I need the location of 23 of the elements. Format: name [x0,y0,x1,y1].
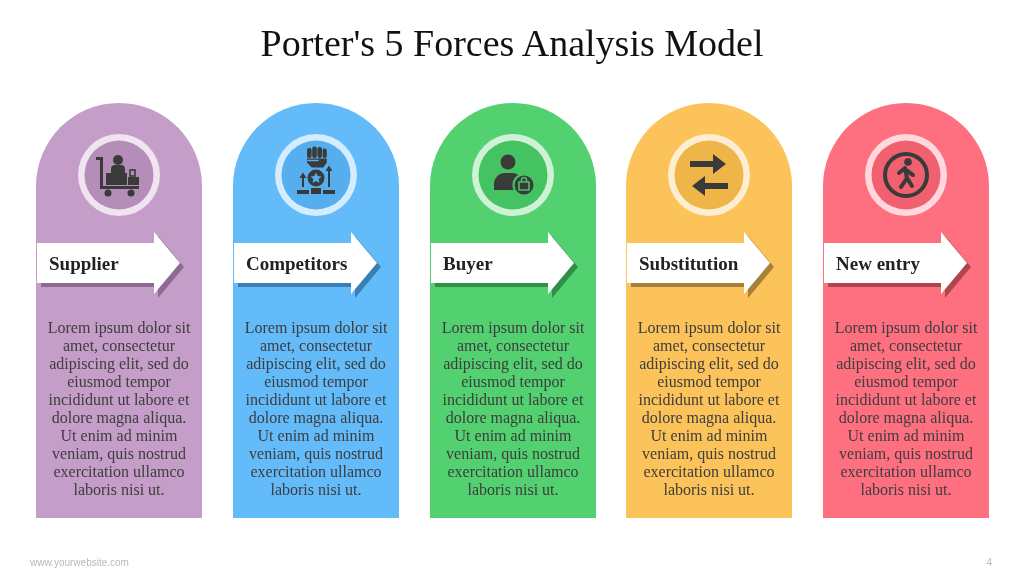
banner-title: Substitution [639,252,739,275]
banner-title: Buyer [443,252,493,275]
arrow-banner [824,232,972,298]
arrow-banner [431,232,579,298]
description-text: Lorem ipsum dolor sit amet, consectetur adipiscing elit, sed do eiusmod tempor incididunt ut labore et dolore magna aliqua. Ut enim ad minim veniam, quis nostrud exercitation ullamco laboris nisi ut. [440,319,586,499]
arch-card [626,103,792,518]
arch-card [36,103,202,518]
page-number: 4 [986,557,992,569]
description-text: Lorem ipsum dolor sit amet, consectetur adipiscing elit, sed do eiusmod tempor incididunt ut labore et dolore magna aliqua. Ut enim ad minim veniam, quis nostrud exercitation ullamco laboris nisi ut. [46,319,192,499]
description-text: Lorem ipsum dolor sit amet, consectetur adipiscing elit, sed do eiusmod tempor incididunt ut labore et dolore magna aliqua. Ut enim ad minim veniam, quis nostrud exercitation ullamco laboris nisi ut. [833,319,979,499]
description-text: Lorem ipsum dolor sit amet, consectetur adipiscing elit, sed do eiusmod tempor incididunt ut labore et dolore magna aliqua. Ut enim ad minim veniam, quis nostrud exercitation ullamco laboris nisi ut. [636,319,782,499]
arrow-banner [37,232,185,298]
description-text: Lorem ipsum dolor sit amet, consectetur adipiscing elit, sed do eiusmod tempor incididunt ut labore et dolore magna aliqua. Ut enim ad minim veniam, quis nostrud exercitation ullamco laboris nisi ut. [243,319,389,499]
arrow-banner [234,232,382,298]
arch-card [823,103,989,518]
page-title: Porter's 5 Forces Analysis Model [260,21,764,66]
banner-title: Competitors [246,252,348,275]
arch-card [430,103,596,518]
arrow-banner [627,232,775,298]
footer-text: www.yourwebsite.com [30,557,129,569]
banner-title: New entry [836,252,920,275]
arch-card [233,103,399,518]
banner-title: Supplier [49,252,119,275]
